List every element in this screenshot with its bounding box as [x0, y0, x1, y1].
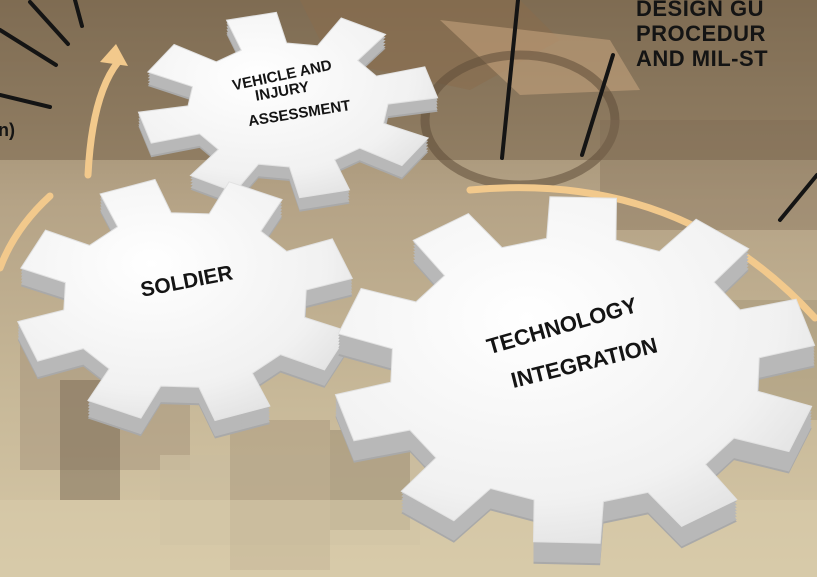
gear-technology-integration: [334, 196, 816, 566]
gear-technology-face: [334, 196, 816, 544]
callout-line-2: PROCEDUR: [636, 21, 766, 46]
cycle-arcs: [0, 58, 817, 322]
gear-vehicle-injury-assessment: [137, 11, 439, 212]
gear-soldier: [16, 178, 354, 439]
callout-design-guidance-text: DESIGN GU PROCEDUR AND MIL-ST: [636, 0, 768, 71]
gear-vehicle-face: [137, 11, 439, 199]
arc-left-bottom: [0, 192, 54, 272]
callout-line-3: AND MIL-ST: [636, 46, 769, 71]
callout-lines: [0, 0, 817, 222]
arc-left-top: [84, 58, 122, 179]
callout-left-fragment: n): [0, 120, 15, 140]
callout-line-1: DESIGN GU: [636, 0, 764, 21]
arrow-head-icon: [100, 44, 128, 66]
arc-right: [466, 184, 817, 322]
